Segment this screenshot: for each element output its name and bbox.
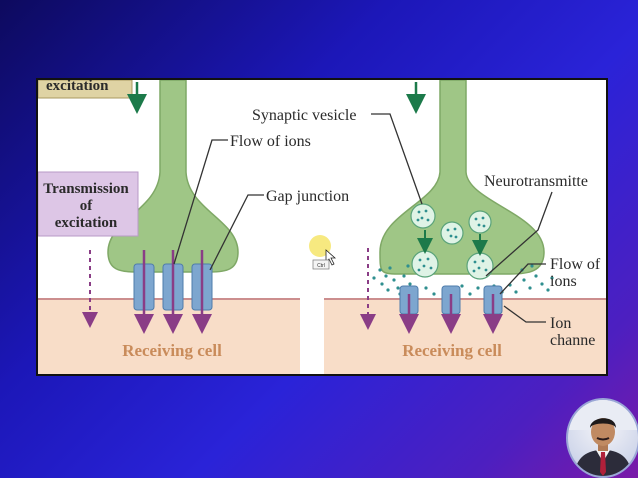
left-flow-of-ions-label: Flow of ions bbox=[230, 133, 311, 150]
gap-junction-label: Gap junction bbox=[266, 188, 349, 205]
left-receiving-cell-label: Receiving cell bbox=[122, 341, 222, 360]
neurotransmitter-leader bbox=[485, 191, 553, 277]
ion-channel-label-line1: Ion bbox=[550, 315, 571, 332]
transmission-label-line3: excitation bbox=[55, 215, 118, 231]
right-ion-flow-arrows bbox=[399, 294, 503, 334]
synaptic-vesicles bbox=[410, 203, 494, 280]
cursor-tooltip bbox=[312, 259, 330, 270]
excitation-label: excitation bbox=[46, 80, 109, 94]
excitation-box bbox=[38, 80, 133, 99]
synaptic-vesicle-label: Synaptic vesicle bbox=[252, 107, 356, 124]
transmission-label-line2: of bbox=[80, 198, 94, 214]
synapse-diagram: excitation Transmission of excitation Fl… bbox=[38, 80, 606, 374]
diagram-slide: excitation Transmission of excitation Fl… bbox=[36, 78, 608, 376]
cursor-highlight bbox=[309, 235, 331, 257]
right-flow-label-line1: Flow of bbox=[550, 256, 601, 273]
transmission-label-line1: Transmission bbox=[43, 181, 129, 197]
neurotransmitter-label: Neurotransmitte bbox=[484, 173, 588, 190]
ion-channel-label-line2: channe bbox=[550, 332, 595, 349]
transmission-box bbox=[38, 171, 139, 237]
presenter-avatar-icon bbox=[568, 400, 638, 476]
left-receiving-cell bbox=[38, 298, 300, 374]
cursor-tooltip-label: Ctrl bbox=[317, 263, 325, 269]
right-flow-leader bbox=[499, 263, 546, 295]
synaptic-vesicle-leader bbox=[371, 113, 423, 205]
right-flow-label-line2: ions bbox=[550, 273, 577, 290]
gap-junction-leader bbox=[209, 194, 264, 271]
right-receiving-cell-label: Receiving cell bbox=[402, 341, 502, 360]
vesicle-contents bbox=[416, 209, 488, 273]
right-receiving-cell bbox=[324, 298, 606, 374]
left-ion-flow-arrows bbox=[134, 250, 212, 334]
ion-channel-leader bbox=[503, 305, 546, 323]
presenter-webcam bbox=[566, 398, 638, 478]
left-flow-leader bbox=[173, 139, 228, 265]
